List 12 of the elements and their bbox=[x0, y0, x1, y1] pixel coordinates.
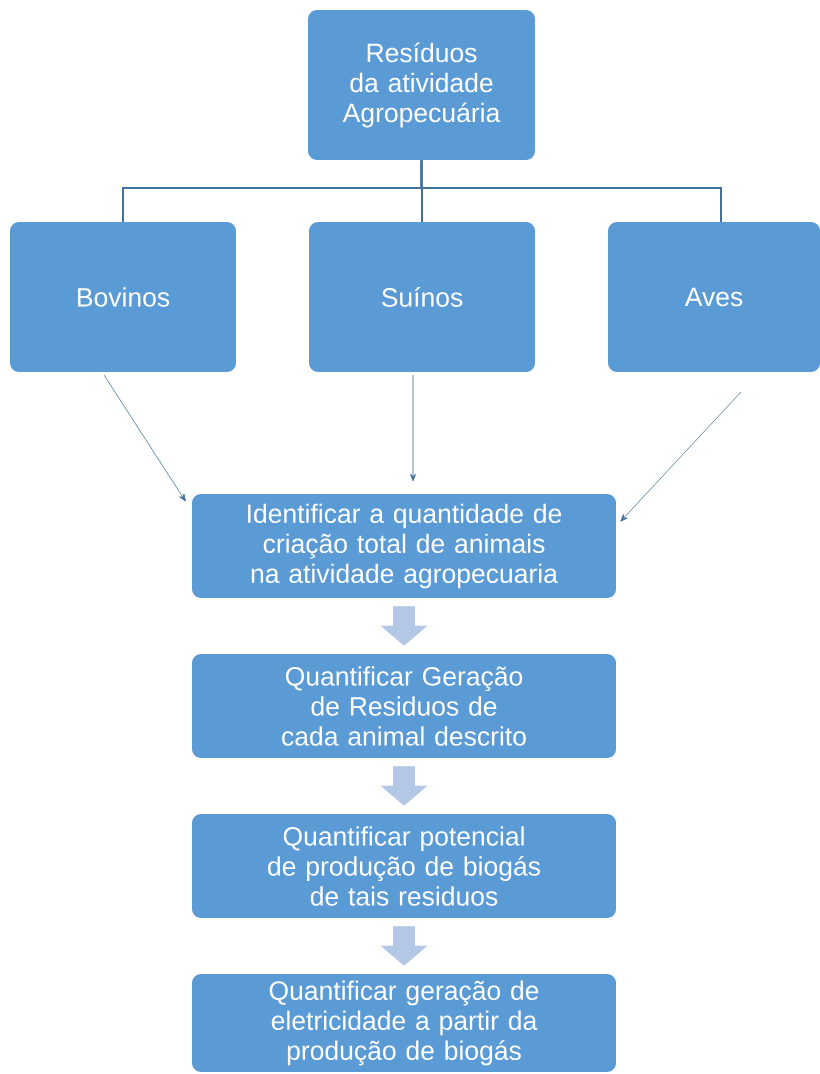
process-box: Quantificar Geração de Residuos de cada animal descrito bbox=[192, 654, 616, 758]
category-box: Aves bbox=[608, 222, 820, 372]
category-box: Suínos bbox=[309, 222, 535, 372]
category-box: Bovinos bbox=[10, 222, 236, 372]
process-box: Identificar a quantidade de criação total de animais na atividade agropecuaria bbox=[192, 494, 616, 598]
arrow bbox=[620, 391, 742, 522]
arrow bbox=[410, 374, 416, 482]
arrow bbox=[103, 374, 186, 502]
source-box: Resíduos da atividade Agropecuária bbox=[308, 10, 535, 160]
connector-line bbox=[420, 159, 722, 223]
process-box: Quantificar geração de eletricidade a partir da produção de biogás bbox=[192, 974, 616, 1072]
process-box: Quantificar potencial de produção de biogás de tais residuos bbox=[192, 814, 616, 918]
